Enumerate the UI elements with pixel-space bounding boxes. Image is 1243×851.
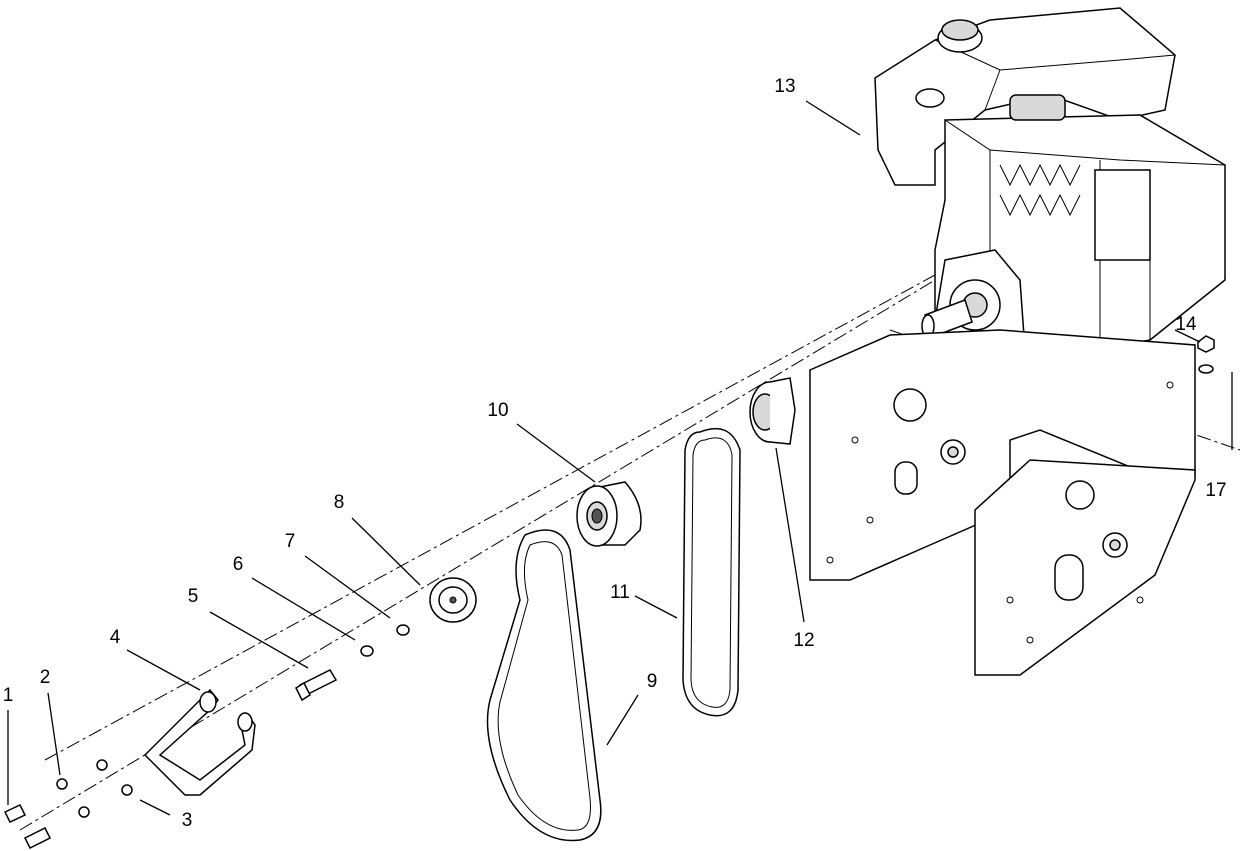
callout-14: 14 xyxy=(1175,314,1197,335)
callout-17: 17 xyxy=(1205,480,1226,501)
callout-6: 6 xyxy=(233,554,244,575)
bolts-1 xyxy=(3,804,52,850)
callout-9: 9 xyxy=(647,671,658,692)
callout-5: 5 xyxy=(188,586,199,607)
callout-8: 8 xyxy=(334,492,345,513)
frame-plates xyxy=(809,329,1196,676)
callout-11: 11 xyxy=(610,582,630,603)
belt-9 xyxy=(486,529,602,842)
callout-2: 2 xyxy=(40,667,51,688)
callout-1: 1 xyxy=(3,685,14,706)
leader-lines xyxy=(7,100,861,816)
shoulder-bolt-5 xyxy=(295,669,338,702)
pulley-12 xyxy=(749,377,796,445)
nut-washer-14-17 xyxy=(1174,329,1233,450)
callout-4: 4 xyxy=(110,627,121,648)
callout-10: 10 xyxy=(487,400,508,421)
belt-11 xyxy=(682,427,741,717)
callout-13: 13 xyxy=(774,76,795,97)
washers-6-7 xyxy=(360,624,410,657)
callout-7: 7 xyxy=(285,531,296,552)
idler-pulley-8 xyxy=(429,577,477,623)
callout-labels: 1 2 3 4 5 6 7 8 9 10 11 12 13 14 17 xyxy=(3,76,1227,831)
bracket-4 xyxy=(143,688,256,796)
pulley-10 xyxy=(576,481,642,547)
engine xyxy=(874,7,1226,386)
small-hardware xyxy=(56,759,133,818)
callout-12: 12 xyxy=(793,630,814,651)
callout-3: 3 xyxy=(182,810,193,831)
